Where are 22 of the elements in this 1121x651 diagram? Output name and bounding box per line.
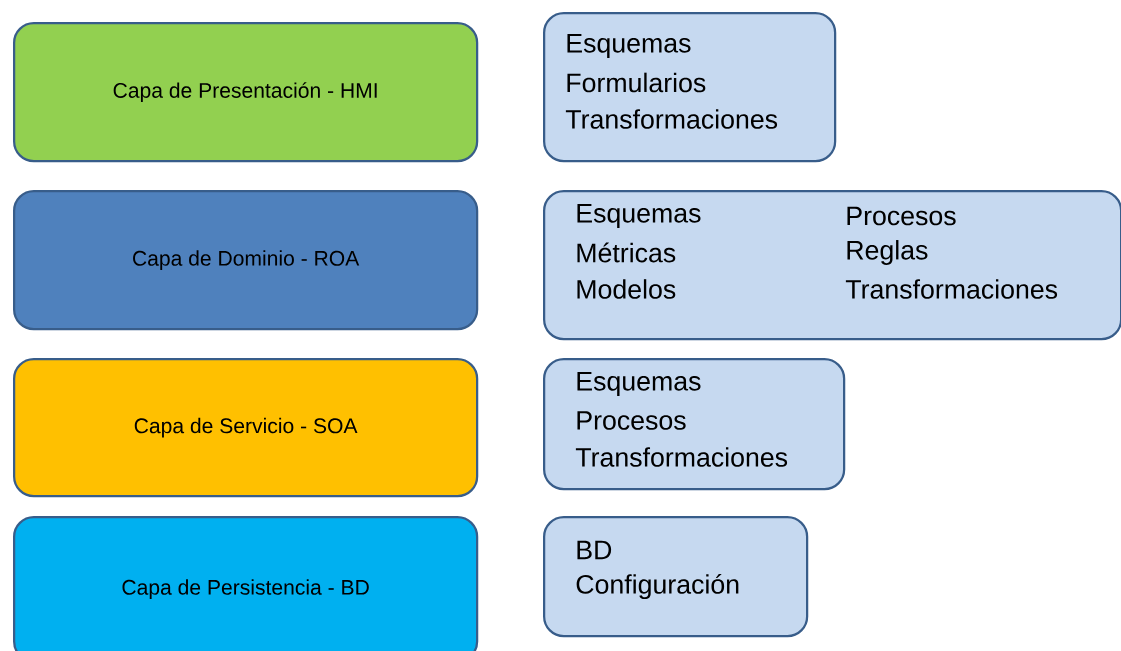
layer-box: Capa de Dominio - ROA xyxy=(13,190,479,331)
list-item: Transformaciones xyxy=(575,447,788,467)
list-item: Formularios xyxy=(567,72,706,93)
layer-box: Capa de Presentación - HMI xyxy=(13,22,479,163)
list-item: Configuración xyxy=(576,573,739,600)
list-item: Esquemas xyxy=(577,372,701,396)
list-item: Esquemas xyxy=(567,34,691,58)
list-box xyxy=(543,358,846,491)
list-item: BD xyxy=(577,540,612,560)
list-box xyxy=(543,12,837,163)
list-box xyxy=(543,190,1121,341)
list-item: Transformaciones xyxy=(565,109,778,129)
list-item: Modelos xyxy=(577,279,676,299)
list-item: Métricas xyxy=(577,242,676,263)
list-item: Reglas xyxy=(847,240,928,265)
layer-box: Capa de Servicio - SOA xyxy=(13,358,479,498)
layer-box: Capa de Persistencia - BD xyxy=(13,516,479,651)
list-item: Procesos xyxy=(577,411,686,430)
list-item: Esquemas xyxy=(577,204,701,228)
list-box xyxy=(543,516,809,638)
list-item: Transformaciones xyxy=(845,279,1058,299)
list-item: Procesos xyxy=(847,206,956,226)
